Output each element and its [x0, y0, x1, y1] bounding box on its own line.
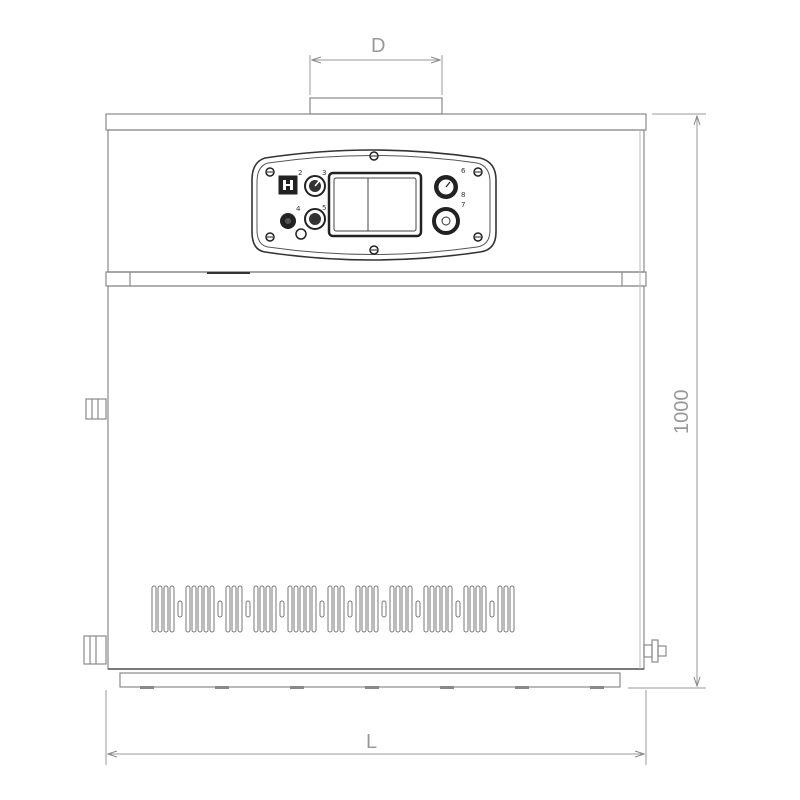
- reset-button[interactable]: [280, 213, 296, 229]
- louvre-slot: [253, 585, 259, 633]
- panel-screw-icon: [265, 232, 275, 242]
- panel-screw-icon: [369, 151, 379, 161]
- louvre-slot: [245, 600, 251, 618]
- side-connection-lower: [83, 635, 107, 665]
- drain-valve: [643, 639, 667, 663]
- louvre-slot: [231, 585, 237, 633]
- height-dimension: 1000: [628, 113, 706, 689]
- louvre-slot: [169, 585, 175, 633]
- louvre-slot: [203, 585, 209, 633]
- louvre-slot: [367, 585, 373, 633]
- panel-screw-icon: [369, 245, 379, 255]
- louvre-slot: [455, 600, 461, 618]
- louvre-slot: [381, 600, 387, 618]
- louvre-slot: [429, 585, 435, 633]
- louvre-slot: [509, 585, 515, 633]
- louvre-slot: [237, 585, 243, 633]
- louvre-slot: [407, 585, 413, 633]
- louvre-slot: [355, 585, 361, 633]
- louvre-slot: [327, 585, 333, 633]
- pressure-gauge-icon: [434, 175, 458, 199]
- louvre-slot: [497, 585, 503, 633]
- width-dimension: L: [105, 690, 647, 765]
- flue-dimension: D: [309, 35, 443, 95]
- louvre-slot: [319, 600, 325, 618]
- louvre-slot: [225, 585, 231, 633]
- louvre-slot: [293, 585, 299, 633]
- flue-dimension-label: D: [371, 35, 385, 57]
- panel-screw-icon: [473, 167, 483, 177]
- louvre-slot: [463, 585, 469, 633]
- louvre-slot: [333, 585, 339, 633]
- marker-5: 5: [322, 204, 326, 212]
- louvre-slot: [265, 585, 271, 633]
- louvre-slot: [469, 585, 475, 633]
- louvre-slot: [163, 585, 169, 633]
- indicator-lamp: [295, 228, 307, 240]
- marker-2: 2: [298, 169, 302, 177]
- louvre-slot: [503, 585, 509, 633]
- panel-screw-icon: [473, 232, 483, 242]
- flue-collar: [309, 97, 443, 115]
- height-dimension-label: 1000: [671, 390, 693, 435]
- control-panel: 2 3 4 5: [251, 149, 497, 261]
- louvre-slot: [481, 585, 487, 633]
- louvre-slot: [151, 585, 157, 633]
- louvre-slot: [279, 600, 285, 618]
- louvre-slot: [311, 585, 317, 633]
- main-switch[interactable]: [278, 175, 298, 195]
- marker-3: 3: [322, 169, 326, 177]
- louvre-slot: [191, 585, 197, 633]
- adjustable-foot: [515, 686, 529, 689]
- louvre-slot: [415, 600, 421, 618]
- louvre-slot: [435, 585, 441, 633]
- thermostat-knob[interactable]: [304, 175, 326, 197]
- louvre-slot: [373, 585, 379, 633]
- side-connection-upper: [85, 398, 107, 420]
- louvre-slot: [287, 585, 293, 633]
- louvre-slot: [217, 600, 223, 618]
- louvre-slot: [389, 585, 395, 633]
- thermometer-icon: [432, 207, 460, 235]
- louvre-slot: [157, 585, 163, 633]
- ventilation-grille: [151, 585, 515, 633]
- control-display: [327, 171, 423, 238]
- louvre-slot: [259, 585, 265, 633]
- marker-7: 7: [461, 201, 465, 209]
- louvre-slot: [185, 585, 191, 633]
- louvre-slot: [361, 585, 367, 633]
- louvre-slot: [475, 585, 481, 633]
- panel-screw-icon: [265, 167, 275, 177]
- louvre-slot: [339, 585, 345, 633]
- adjustable-foot: [440, 686, 454, 689]
- louvre-slot: [305, 585, 311, 633]
- louvre-slot: [441, 585, 447, 633]
- adjustable-foot: [365, 686, 379, 689]
- width-dimension-label: L: [366, 731, 377, 753]
- adjustable-foot: [290, 686, 304, 689]
- marker-8: 8: [461, 191, 465, 199]
- temperature-knob[interactable]: [304, 208, 326, 230]
- top-cover: [105, 113, 647, 131]
- louvre-slot: [347, 600, 353, 618]
- louvre-slot: [447, 585, 453, 633]
- adjustable-foot: [590, 686, 604, 689]
- main-casing: [107, 130, 645, 670]
- marker-6: 6: [461, 167, 466, 175]
- louvre-slot: [395, 585, 401, 633]
- louvre-slot: [299, 585, 305, 633]
- adjustable-foot: [215, 686, 229, 689]
- louvre-slot: [209, 585, 215, 633]
- louvre-slot: [423, 585, 429, 633]
- louvre-slot: [489, 600, 495, 618]
- adjustable-foot: [140, 686, 154, 689]
- louvre-slot: [271, 585, 277, 633]
- louvre-slot: [177, 600, 183, 618]
- base-plinth: [119, 672, 621, 689]
- louvre-slot: [401, 585, 407, 633]
- marker-4: 4: [296, 205, 301, 213]
- louvre-slot: [197, 585, 203, 633]
